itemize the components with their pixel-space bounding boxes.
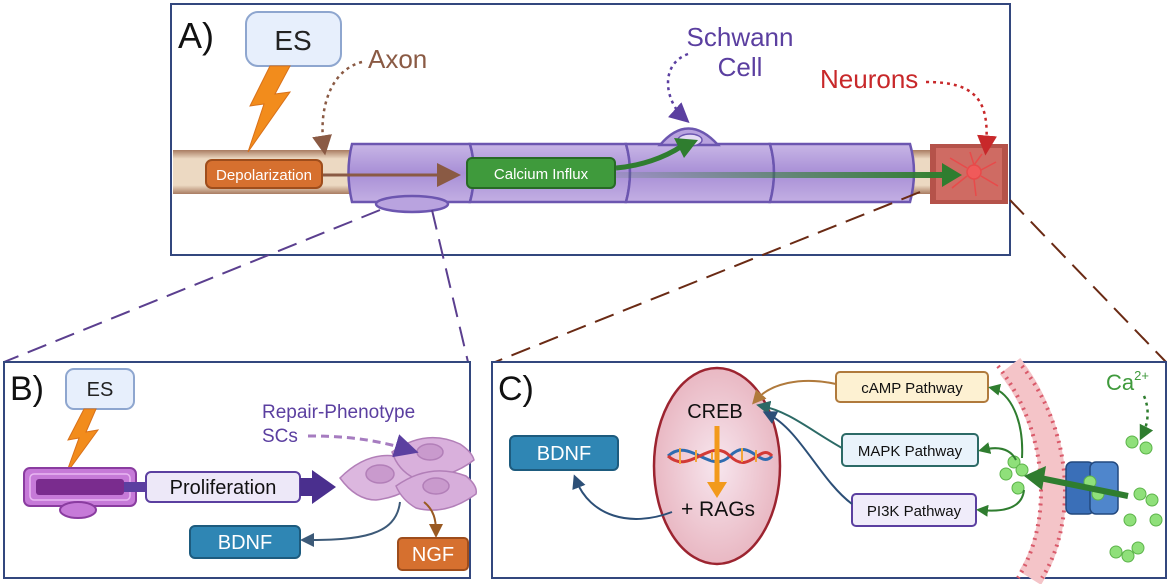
axon-label: Axon — [368, 44, 427, 74]
calcium-influx-label: Calcium Influx — [494, 166, 589, 183]
ngf-label: NGF — [412, 544, 454, 566]
pi3k-pathway-label: PI3K Pathway — [867, 503, 962, 520]
calcium-influx-box — [466, 157, 616, 189]
ngf-box — [397, 537, 469, 571]
repair-label-line2: SCs — [262, 426, 298, 447]
camp-to-creb-arrow — [752, 379, 837, 405]
ca-pointer-arrow — [1139, 395, 1154, 441]
mapk-pathway-label: MAPK Pathway — [858, 443, 963, 460]
bdnf-label-c: BDNF — [537, 443, 591, 465]
es-label-a: ES — [274, 25, 311, 56]
schwann-label-line2: Cell — [718, 52, 763, 82]
es-label-b: ES — [87, 379, 114, 401]
lightning-bolt-icon — [247, 65, 292, 153]
calcium-to-schwann-arrowhead — [674, 138, 698, 158]
neurons-label: Neurons — [820, 64, 918, 94]
repair-label-line1: Repair-Phenotype — [262, 402, 415, 423]
bdnf-label-b: BDNF — [218, 532, 272, 554]
depolarization-label: Depolarization — [216, 167, 312, 184]
dna-helix-icon — [666, 448, 774, 464]
zoom-line-c-left — [494, 191, 921, 363]
ca-influx-arrowhead — [1024, 466, 1046, 490]
ca-to-pi3k-arrow — [976, 489, 1025, 517]
repair-scs-cluster-icon — [339, 436, 478, 511]
schwann-pointer-arrow — [666, 52, 690, 124]
lightning-bolt-icon-b — [65, 408, 100, 475]
neuron-cell-icon — [949, 151, 999, 197]
proliferation-arrow — [300, 470, 336, 504]
ca-to-camp-arrow — [988, 383, 1024, 459]
zoom-line-b-left — [3, 209, 381, 363]
ca-to-mapk-arrow — [978, 442, 1017, 461]
mapk-pathway-box — [841, 433, 979, 467]
proliferation-label: Proliferation — [170, 477, 277, 499]
creb-to-rags-arrowhead — [707, 482, 727, 498]
cluster-to-ngf-arrow — [423, 501, 443, 538]
pi3k-pathway-box — [851, 493, 977, 527]
mapk-to-creb-arrow — [756, 400, 843, 449]
proliferation-stem — [124, 482, 146, 492]
camp-pathway-box — [835, 371, 989, 403]
rags-label: + RAGs — [681, 498, 755, 521]
pi3k-to-creb-arrow — [762, 411, 853, 505]
cell-membrane — [996, 358, 1067, 584]
ca-label: Ca2+ — [1106, 368, 1149, 395]
panel-a-label: A) — [178, 15, 214, 56]
cluster-to-bdnf-arrow — [300, 501, 401, 547]
panel-b-label: B) — [10, 370, 44, 408]
calcium-to-schwann-arrow — [615, 143, 684, 171]
es-box-b — [65, 368, 135, 410]
ca-symbol: Ca — [1106, 370, 1135, 395]
camp-pathway-label: cAMP Pathway — [861, 380, 963, 397]
green-flow-line — [615, 172, 945, 178]
schwann-label-line1: Schwann — [687, 22, 794, 52]
es-box-a — [245, 11, 342, 67]
zoom-line-b-right — [431, 209, 469, 363]
ca-influx-arrow — [1039, 475, 1129, 499]
bdnf-box-c — [509, 435, 619, 471]
rags-to-bdnf-arrow — [572, 474, 673, 520]
green-flow-arrowhead — [942, 163, 962, 187]
ca-superscript: 2+ — [1134, 368, 1149, 383]
depolarization-box — [205, 159, 323, 189]
panel-c-label: C) — [498, 370, 534, 408]
neurons-pointer-arrow — [925, 80, 997, 156]
zoom-line-c-right — [1009, 199, 1167, 363]
creb-label: CREB — [687, 401, 743, 423]
bdnf-box-b — [189, 525, 301, 559]
